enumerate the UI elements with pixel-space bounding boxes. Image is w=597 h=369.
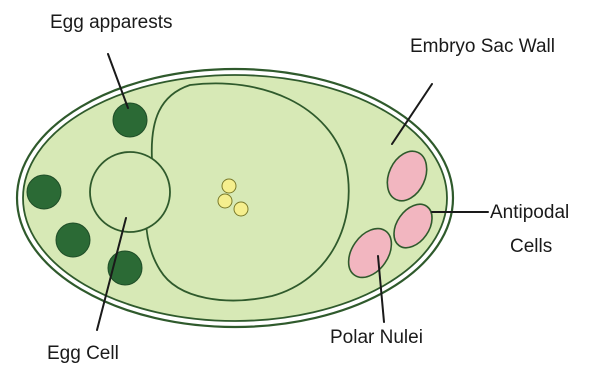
central-nucleus-1	[222, 179, 236, 193]
antipodal-cells-label-line1: Antipodal	[490, 202, 569, 223]
central-nucleus-3	[234, 202, 248, 216]
polar-nuclei-label: Polar Nulei	[330, 327, 423, 348]
synergid-left	[27, 175, 61, 209]
embryo-sac-wall-label: Embryo Sac Wall	[410, 36, 555, 57]
central-nucleus-2	[218, 194, 232, 208]
antipodal-cells-label-line2: Cells	[510, 236, 552, 257]
egg-apparatus-label: Egg apparests	[50, 12, 173, 33]
egg-cell-label: Egg Cell	[47, 343, 119, 364]
synergid-top	[113, 103, 147, 137]
egg-cell	[90, 152, 170, 232]
synergid-lower-left	[56, 223, 90, 257]
